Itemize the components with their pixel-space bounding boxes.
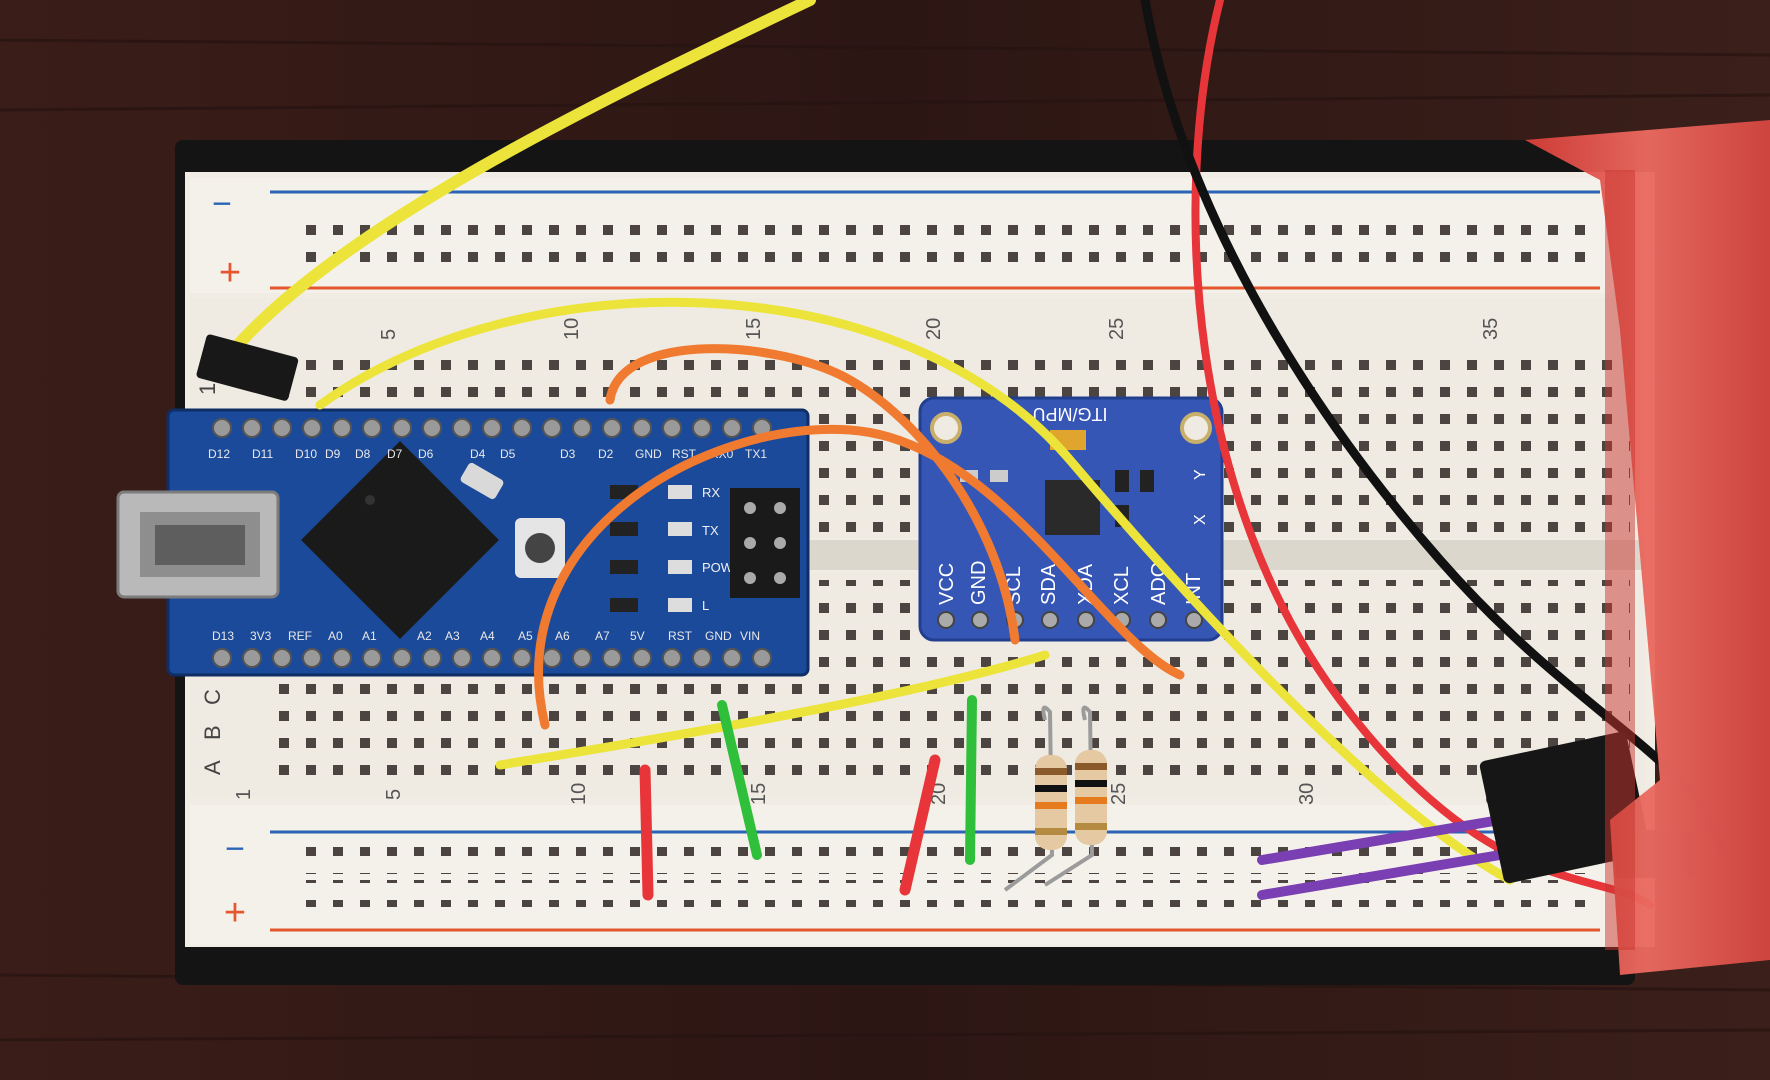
- pin-d12: D12: [208, 447, 230, 461]
- arduino-nano-board: RX TX POW L D12 D11 D10 D9 D8 D7 D6 D5: [116, 408, 810, 677]
- column-numbers-top: 5 10 15 20 25 35: [378, 318, 1502, 340]
- mounting-hole-left: [930, 412, 962, 444]
- icsp-header: [730, 488, 800, 598]
- pin-tx1: TX1: [745, 447, 767, 461]
- row-letter-a: A: [200, 760, 225, 775]
- crystal: [460, 462, 504, 500]
- col-label-b30: 30: [1296, 783, 1318, 805]
- pin-d5: D5: [500, 447, 516, 461]
- pin-d10: D10: [295, 447, 317, 461]
- resistors: [1003, 705, 1107, 892]
- mpu-pin-gnd: GND: [968, 561, 990, 605]
- pin-a6: A6: [555, 629, 570, 643]
- pin-rst-top: RST: [672, 447, 697, 461]
- row-letter-b: B: [200, 725, 225, 740]
- top-rail-minus-label: −: [212, 185, 232, 223]
- mpu-pin-xcl: XCL: [1111, 566, 1133, 605]
- red-jumper-2: [899, 754, 941, 896]
- bottom-rail-holes-row1: [300, 847, 1600, 874]
- resistor-lead-2: [1043, 705, 1095, 887]
- red-jumper-1: [639, 764, 654, 901]
- led-label-l: L: [702, 598, 709, 613]
- pin-d11: D11: [252, 447, 273, 461]
- pin-a1: A1: [362, 629, 377, 643]
- col-label-20: 20: [923, 318, 945, 340]
- mpu-pin-vcc: VCC: [936, 563, 958, 605]
- mounting-hole-right: [1180, 412, 1212, 444]
- top-rail-plus-label: +: [219, 252, 241, 294]
- col-label-5: 5: [378, 329, 400, 340]
- mpu-pin-labels: VCC GND SCL SDA XDA XCL ADO INT: [936, 561, 1205, 605]
- col-label-b10: 10: [568, 783, 590, 805]
- row-letter-c: C: [200, 689, 225, 705]
- col-label-b25: 25: [1108, 783, 1130, 805]
- pin-d13: D13: [212, 629, 234, 643]
- row-number-one: 1: [195, 383, 220, 395]
- pin-vin: VIN: [740, 629, 760, 643]
- col-label-b15: 15: [748, 783, 770, 805]
- led-label-pow: POW: [702, 560, 734, 575]
- mpu-gyro-module: ITG/MPU Y X VCC GND SCL SDA XDA XCL ADO …: [918, 396, 1224, 642]
- pin-rst-bottom: RST: [668, 629, 693, 643]
- red-wire-long: [1191, 0, 1654, 909]
- col-label-35: 35: [1480, 318, 1502, 340]
- pin-ref: REF: [288, 629, 312, 643]
- battery-pack-edge: [1605, 170, 1635, 950]
- pin-d9: D9: [325, 447, 341, 461]
- orange-wire-1: [605, 344, 1020, 645]
- pin-d7: D7: [387, 447, 403, 461]
- battery-pack: [1525, 120, 1770, 975]
- orange-wire-2: [534, 424, 1185, 730]
- pin-a3: A3: [445, 629, 460, 643]
- green-jumper-2: [965, 695, 977, 865]
- pin-d3: D3: [560, 447, 576, 461]
- mpu-pin-sda: SDA: [1038, 563, 1060, 605]
- nano-top-pins: [212, 418, 772, 438]
- row-letters: A B C 1: [195, 383, 225, 775]
- pin-d8: D8: [355, 447, 371, 461]
- yellow-wire-lower: [495, 650, 1050, 770]
- pin-gnd-bottom: GND: [705, 629, 732, 643]
- black-connector-top-left: [196, 334, 299, 401]
- top-rail-holes-row2: [300, 242, 1600, 269]
- led-label-tx: TX: [702, 523, 719, 538]
- col-label-10: 10: [561, 318, 583, 340]
- led-label-rx: RX: [702, 485, 720, 500]
- col-label-15: 15: [743, 318, 765, 340]
- green-jumper-1: [717, 700, 762, 860]
- purple-jumper-1: [1257, 815, 1505, 865]
- pin-5v: 5V: [630, 629, 645, 643]
- pin-d2: D2: [598, 447, 614, 461]
- col-label-b1: 1: [233, 789, 255, 800]
- purple-jumper-2: [1257, 850, 1505, 900]
- mpu-title: ITG/MPU: [1033, 404, 1108, 424]
- nano-bottom-pin-labels: D13 3V3 REF A0 A1 A2 A3 A4 A5 A6 A7 5V R…: [212, 629, 760, 643]
- axis-y-label: Y: [1192, 469, 1209, 480]
- top-rail-holes-row1: [300, 208, 1600, 235]
- col-label-b5: 5: [383, 789, 405, 800]
- atmega-chip: [301, 441, 499, 639]
- pin-a0: A0: [328, 629, 343, 643]
- col-label-25: 25: [1106, 318, 1128, 340]
- yellow-wire-arc: [315, 297, 1515, 885]
- pin-a5: A5: [518, 629, 533, 643]
- bottom-rail-minus-label: −: [225, 830, 245, 868]
- pin-a4: A4: [480, 629, 495, 643]
- bottom-rail-plus-label: +: [224, 892, 246, 934]
- pin-gnd-top: GND: [635, 447, 662, 461]
- pin-a7: A7: [595, 629, 610, 643]
- pin-a2: A2: [417, 629, 432, 643]
- pin-d6: D6: [418, 447, 434, 461]
- pin-d4: D4: [470, 447, 486, 461]
- bottom-rail-holes-row2: [300, 880, 1600, 907]
- yellow-wire-offboard: [219, 0, 816, 366]
- pin-3v3: 3V3: [250, 629, 272, 643]
- resistor-lead-1: [1003, 705, 1055, 892]
- axis-x-label: X: [1192, 514, 1209, 525]
- top-power-rail: [190, 178, 1645, 293]
